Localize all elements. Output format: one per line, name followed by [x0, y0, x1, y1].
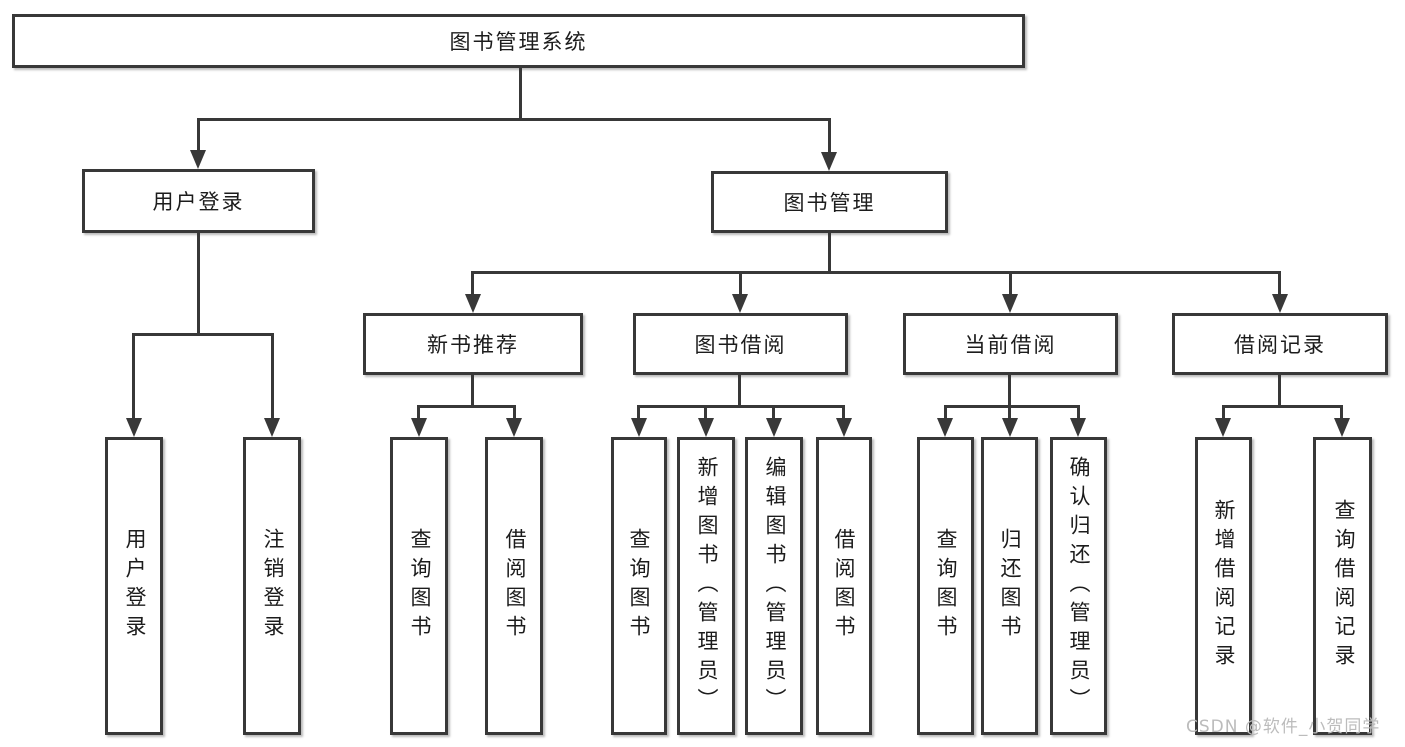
arrow-down-icon — [766, 418, 782, 437]
leaf-current-query-books: 查询图书 — [917, 437, 974, 735]
arrow-down-icon — [1002, 294, 1018, 313]
connector-line — [417, 405, 420, 421]
arrow-down-icon — [631, 418, 647, 437]
connector-line — [704, 405, 707, 421]
leaf-logout: 注销登录 — [243, 437, 301, 735]
connector-line — [471, 271, 474, 298]
connector-line — [1008, 405, 1011, 421]
node-user-login: 用户登录 — [82, 169, 315, 233]
csdn-watermark: CSDN @软件_小贺同学 — [1186, 717, 1381, 737]
connector-line — [197, 233, 200, 336]
connector-line — [1009, 271, 1012, 298]
arrow-down-icon — [506, 418, 522, 437]
connector-line — [132, 333, 135, 421]
leaf-user-login: 用户登录 — [105, 437, 163, 735]
connector-line — [1222, 405, 1343, 408]
connector-line — [1278, 375, 1281, 408]
connector-line — [828, 118, 831, 156]
arrow-down-icon — [126, 418, 142, 437]
connector-line — [842, 405, 845, 421]
leaf-borrow-query-books: 查询图书 — [611, 437, 667, 735]
arrow-down-icon — [1334, 418, 1350, 437]
leaf-borrow-borrow-books: 借阅图书 — [816, 437, 872, 735]
arrow-down-icon — [1272, 294, 1288, 313]
connector-line — [944, 405, 947, 421]
node-new-book-recommend: 新书推荐 — [363, 313, 583, 375]
connector-line — [1278, 271, 1281, 298]
leaf-borrow-add-books-admin: 新增图书（管理员） — [677, 437, 735, 735]
node-book-borrowing: 图书借阅 — [633, 313, 848, 375]
arrow-down-icon — [937, 418, 953, 437]
leaf-current-confirm-return-admin: 确认归还（管理员） — [1050, 437, 1107, 735]
arrow-down-icon — [732, 294, 748, 313]
node-borrowing-records: 借阅记录 — [1172, 313, 1388, 375]
leaf-records-add-record: 新增借阅记录 — [1195, 437, 1252, 735]
arrow-down-icon — [1070, 418, 1086, 437]
connector-line — [513, 405, 516, 421]
connector-line — [417, 405, 516, 408]
connector-line — [1077, 405, 1080, 421]
connector-line — [1340, 405, 1343, 421]
connector-line — [944, 405, 1080, 408]
arrow-down-icon — [411, 418, 427, 437]
connector-line — [738, 375, 741, 408]
connector-line — [739, 271, 742, 298]
connector-line — [271, 333, 274, 421]
leaf-newbook-borrow-books: 借阅图书 — [485, 437, 543, 735]
arrow-down-icon — [465, 294, 481, 313]
connector-line — [471, 271, 1281, 274]
leaf-records-query-record: 查询借阅记录 — [1313, 437, 1372, 735]
connector-line — [197, 118, 831, 121]
connector-line — [1222, 405, 1225, 421]
node-library-management-system: 图书管理系统 — [12, 14, 1025, 68]
connector-line — [828, 233, 831, 274]
connector-line — [132, 333, 274, 336]
connector-line — [637, 405, 845, 408]
connector-line — [519, 68, 522, 121]
connector-line — [471, 375, 474, 408]
leaf-borrow-edit-books-admin: 编辑图书（管理员） — [745, 437, 803, 735]
connector-line — [637, 405, 640, 421]
connector-line — [1008, 375, 1011, 408]
arrow-down-icon — [190, 150, 206, 169]
node-book-management: 图书管理 — [711, 171, 948, 233]
leaf-newbook-query-books: 查询图书 — [390, 437, 448, 735]
connector-line — [197, 118, 200, 154]
arrow-down-icon — [821, 152, 837, 171]
arrow-down-icon — [1215, 418, 1231, 437]
arrow-down-icon — [1002, 418, 1018, 437]
connector-line — [772, 405, 775, 421]
node-current-borrowing: 当前借阅 — [903, 313, 1118, 375]
arrow-down-icon — [836, 418, 852, 437]
arrow-down-icon — [264, 418, 280, 437]
arrow-down-icon — [698, 418, 714, 437]
leaf-current-return-books: 归还图书 — [981, 437, 1038, 735]
